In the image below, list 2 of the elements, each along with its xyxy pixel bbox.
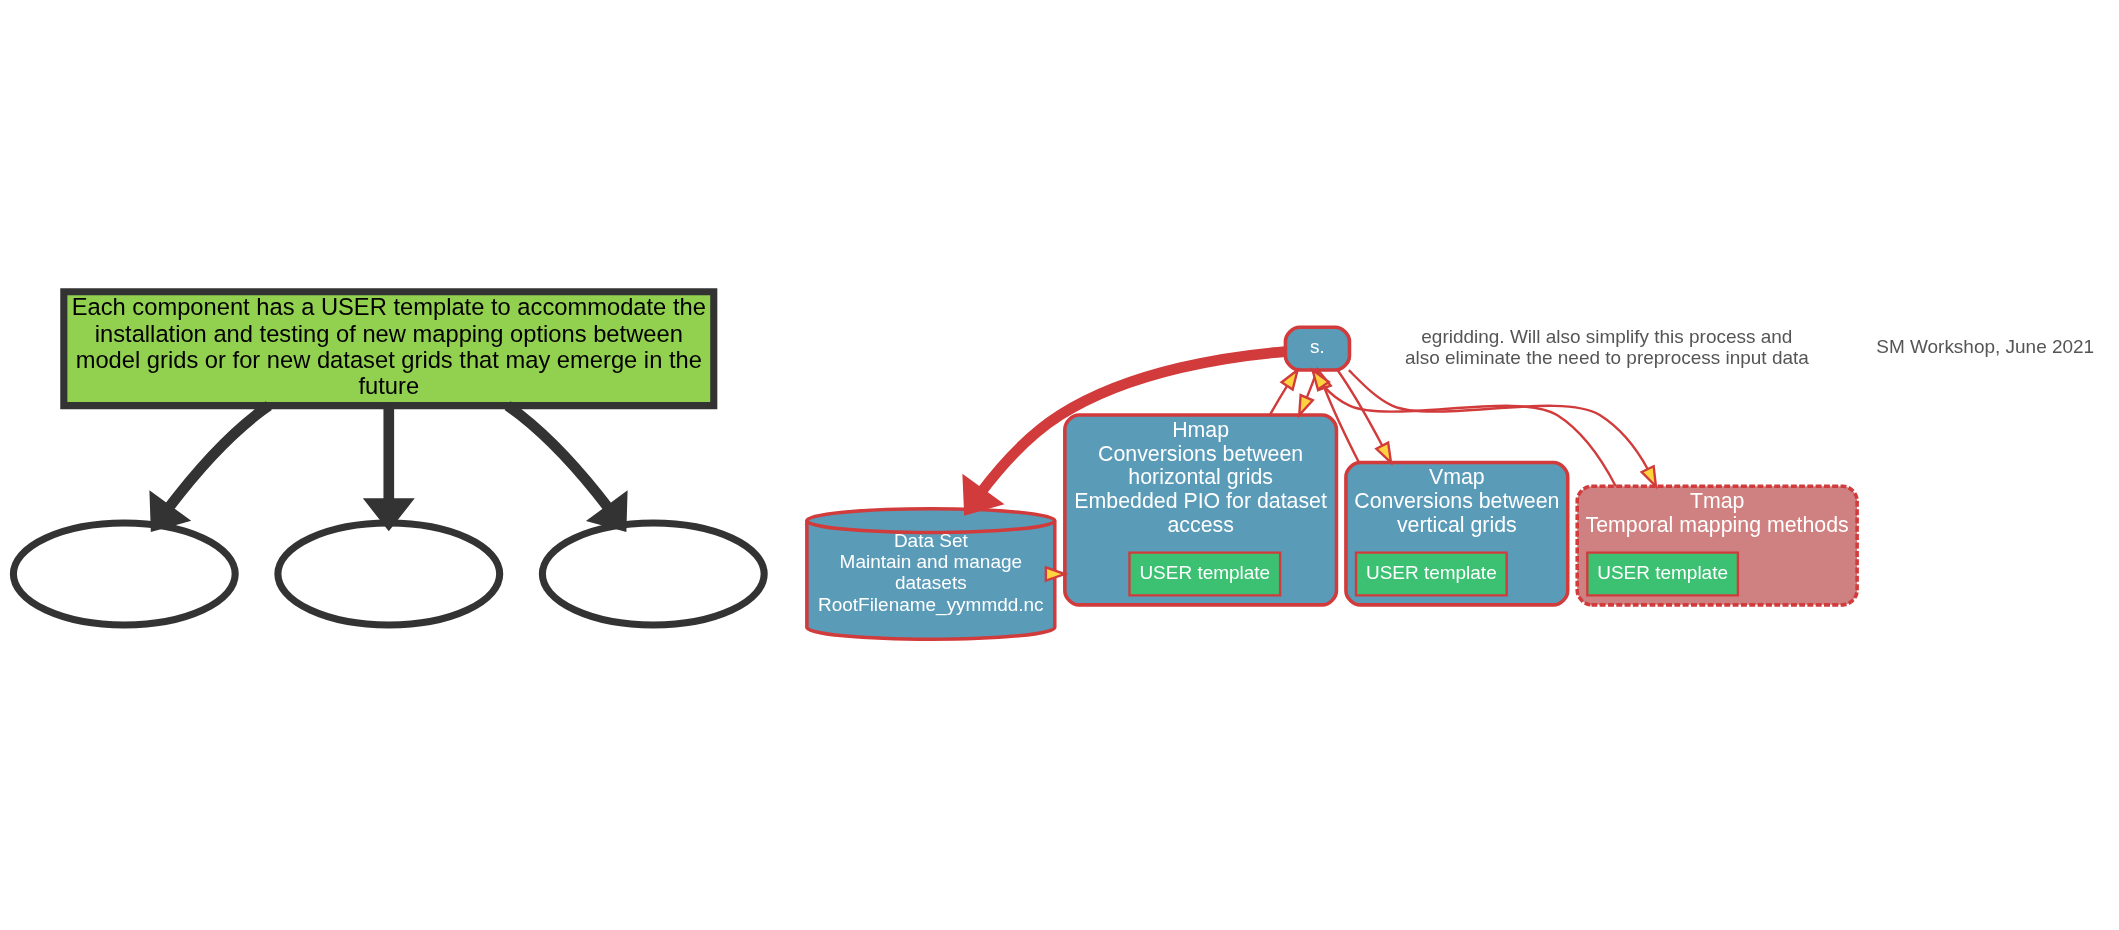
label: SM Workshop, June 2021 xyxy=(1876,335,2095,357)
label: egridding. Will also simplify this process and also eliminate the need to preprocess input data xyxy=(1404,325,1809,368)
